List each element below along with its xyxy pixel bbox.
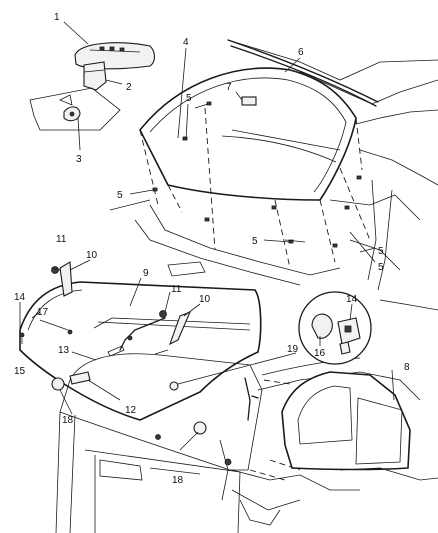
vehicle-front-body (109, 39, 438, 311)
callout-1: 1 (54, 12, 60, 23)
callout-18-bottom: 18 (172, 475, 184, 486)
windshield-glass (139, 67, 357, 201)
bolt-part-11-right (159, 310, 167, 318)
callout-5-left: 5 (117, 190, 123, 201)
liftgate-glass (19, 281, 262, 421)
callout-16: 16 (314, 348, 326, 359)
liftgate-panel (55, 353, 421, 533)
washer-nozzle-part-12 (69, 371, 91, 385)
leader-lines (19, 21, 395, 451)
bolt-part-11-left (51, 266, 59, 274)
mirror-bracket-part-3 (29, 87, 121, 131)
callout-19: 19 (287, 344, 299, 355)
callout-14-left: 14 (14, 292, 26, 303)
callout-labels: 1 2 3 4 5 5 5 5 5 6 7 8 9 10 10 11 11 12… (14, 12, 410, 486)
stop-pads-part-18 (51, 377, 207, 435)
callout-18-left: 18 (62, 415, 74, 426)
callout-14-detail: 14 (346, 294, 358, 305)
callout-5-middle: 5 (252, 236, 258, 247)
hinge-part-10-left (59, 261, 73, 297)
callout-3: 3 (76, 154, 82, 165)
hinge-part-10-right (169, 310, 192, 346)
liftgate-hardware (51, 261, 259, 466)
quarter-glass-part-8 (249, 371, 438, 481)
callout-10-right: 10 (199, 294, 211, 305)
washer-nozzle-part-19 (169, 352, 297, 391)
callout-15: 15 (14, 366, 26, 377)
callout-11-right: 11 (171, 284, 182, 295)
callout-2: 2 (126, 82, 132, 93)
sensor-bracket-part-7 (241, 96, 257, 106)
callout-5-top: 5 (186, 93, 192, 104)
callout-5-right-upper: 5 (378, 246, 384, 257)
callout-17: 17 (37, 307, 49, 318)
callout-12: 12 (125, 405, 137, 416)
glass-spacers (19, 329, 133, 341)
callout-10-left: 10 (86, 250, 98, 261)
windshield-spacers-part-5 (152, 101, 362, 248)
windshield-molding-part-6 (227, 39, 379, 107)
callout-8: 8 (404, 362, 410, 373)
mirror-mount-part-2 (83, 61, 107, 91)
callout-7: 7 (226, 82, 232, 93)
callout-4: 4 (183, 37, 189, 48)
callout-5-right-lower: 5 (378, 262, 384, 273)
callout-11-left: 11 (56, 234, 67, 245)
windshield-alignment-lines (139, 107, 371, 269)
callout-9: 9 (143, 268, 149, 279)
callout-13: 13 (58, 345, 70, 356)
callout-6: 6 (298, 47, 304, 58)
detail-view (298, 291, 372, 365)
